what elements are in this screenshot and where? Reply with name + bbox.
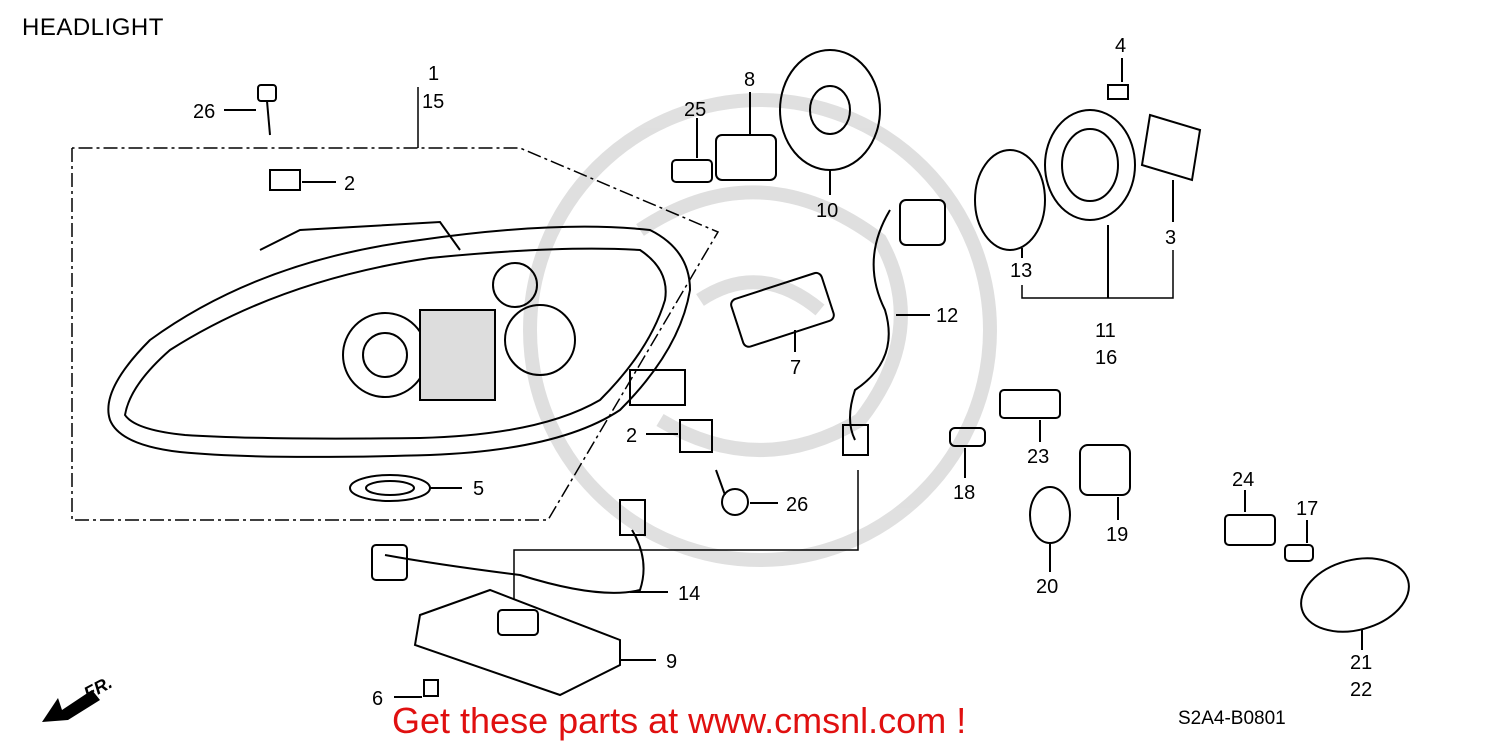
part-screw-26b <box>715 469 778 516</box>
label-24: 24 <box>1232 469 1254 491</box>
label-17: 17 <box>1296 498 1318 520</box>
part-pad-3 <box>1140 113 1202 222</box>
label-8: 8 <box>744 69 755 91</box>
label-11: 11 <box>1095 320 1116 342</box>
label-14: 14 <box>678 583 700 605</box>
part-ring-13 <box>974 149 1046 258</box>
label-16: 16 <box>1095 347 1117 369</box>
part-clip-2b <box>646 419 713 453</box>
part-socket-24 <box>1224 490 1276 546</box>
part-bulb-7 <box>730 271 835 352</box>
label-5: 5 <box>473 478 484 500</box>
label-3: 3 <box>1165 227 1176 249</box>
part-bulb-25 <box>671 118 713 183</box>
direction-arrow <box>42 87 419 722</box>
part-cap-10 <box>779 49 881 195</box>
part-screw-4 <box>1107 58 1129 100</box>
headlight-unit <box>107 220 692 458</box>
label-10: 10 <box>816 200 838 222</box>
label-25: 25 <box>684 99 706 121</box>
diagram-code: S2A4-B0801 <box>1178 708 1286 729</box>
label-9: 9 <box>666 651 677 673</box>
label-19: 19 <box>1106 524 1128 546</box>
label-6: 6 <box>372 688 383 710</box>
label-13: 13 <box>1010 260 1032 282</box>
part-labels: 1 15 26 2 2 5 26 25 8 10 7 12 4 3 13 11 … <box>80 35 1372 710</box>
bracket-lines-13-11-3 <box>1021 250 1174 299</box>
label-7: 7 <box>790 357 801 379</box>
part-side-marker-21 <box>1300 557 1410 650</box>
label-22: 22 <box>1350 679 1372 701</box>
label-21: 21 <box>1350 652 1372 674</box>
label-26a: 26 <box>193 101 215 123</box>
part-bulb-20 <box>1029 486 1071 572</box>
part-screw-26a <box>224 84 277 136</box>
label-2a: 2 <box>344 173 355 195</box>
part-harness-12 <box>842 199 946 456</box>
label-2b: 2 <box>626 425 637 447</box>
label-23: 23 <box>1027 446 1049 468</box>
label-1: 1 <box>428 63 439 85</box>
label-26b: 26 <box>786 494 808 516</box>
part-clip-2a <box>269 169 336 191</box>
part-ballast-9 <box>413 588 656 697</box>
page-title: HEADLIGHT <box>22 14 164 41</box>
label-18: 18 <box>953 482 975 504</box>
label-20: 20 <box>1036 576 1058 598</box>
part-socket-19 <box>1079 444 1131 520</box>
headlight-assembly-outline <box>71 147 720 521</box>
part-harness-14 <box>371 470 859 600</box>
part-socket-23 <box>999 389 1061 442</box>
promo-link[interactable]: Get these parts at www.cmsnl.com ! <box>392 700 967 741</box>
label-15: 15 <box>422 91 444 113</box>
part-bulb-18 <box>949 427 986 478</box>
part-gasket-5 <box>349 474 462 502</box>
part-screw-6 <box>394 679 439 698</box>
label-4: 4 <box>1115 35 1126 57</box>
part-socket-8 <box>715 92 777 181</box>
watermark-logo <box>523 93 997 567</box>
part-bulb-17 <box>1284 520 1314 562</box>
part-holder-11 <box>1044 109 1136 298</box>
label-12: 12 <box>936 305 958 327</box>
